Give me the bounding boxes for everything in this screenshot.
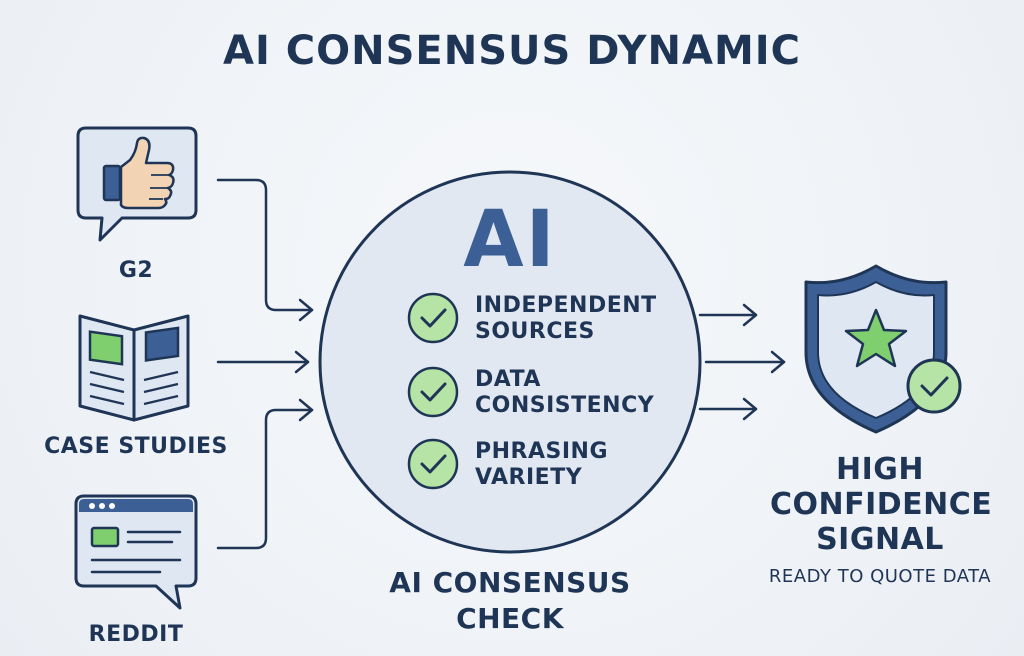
center-label-line2: CHECK	[456, 602, 564, 635]
check-text-3: PHRASING VARIETY	[475, 439, 608, 491]
output-label-line2: CONFIDENCE	[770, 487, 993, 522]
shield-star-check-icon	[804, 264, 962, 434]
check-text-3-line2: VARIETY	[475, 465, 583, 490]
source-label-g2: G2	[118, 258, 154, 283]
browser-window-speech-icon	[74, 494, 198, 610]
output-subtitle: READY TO QUOTE DATA	[768, 566, 992, 587]
check-icon-3	[407, 438, 459, 490]
connector-reddit	[216, 408, 314, 550]
check-text-1-line2: SOURCES	[475, 319, 595, 344]
output-label-line3: SIGNAL	[816, 522, 944, 557]
output-arrows	[698, 303, 786, 421]
check-icon-2	[407, 366, 459, 418]
ai-heading: AI	[463, 195, 557, 285]
thumbs-up-speech-bubble-icon	[76, 126, 198, 242]
check-icon-1	[407, 292, 459, 344]
output-arrow-1-head	[742, 303, 758, 327]
source-label-case-studies: CASE STUDIES	[44, 434, 228, 459]
output-label-line1: HIGH	[835, 452, 924, 487]
check-text-2-line2: CONSISTENCY	[475, 393, 655, 418]
check-text-1: INDEPENDENT SOURCES	[475, 293, 657, 345]
source-label-reddit: REDDIT	[88, 622, 184, 647]
open-book-icon	[78, 314, 190, 422]
connector-g2-arrowhead	[298, 298, 314, 322]
check-text-2-line1: DATA	[475, 367, 541, 392]
check-text-3-line1: PHRASING	[475, 439, 609, 464]
center-label: AI CONSENSUS CHECK	[360, 565, 660, 637]
check-text-2: DATA CONSISTENCY	[475, 367, 654, 419]
source-connectors	[216, 178, 314, 550]
output-arrow-3-head	[742, 397, 758, 421]
connector-case-studies-arrowhead	[294, 350, 310, 374]
output-arrow-2-head	[770, 350, 786, 374]
output-label: HIGH CONFIDENCE SIGNAL	[770, 452, 993, 557]
center-label-line1: AI CONSENSUS	[389, 566, 631, 599]
connector-reddit-arrowhead	[298, 398, 314, 422]
check-text-1-line1: INDEPENDENT	[475, 293, 657, 318]
connector-g2	[216, 178, 314, 312]
diagram-title: AI CONSENSUS DYNAMIC	[223, 28, 801, 74]
